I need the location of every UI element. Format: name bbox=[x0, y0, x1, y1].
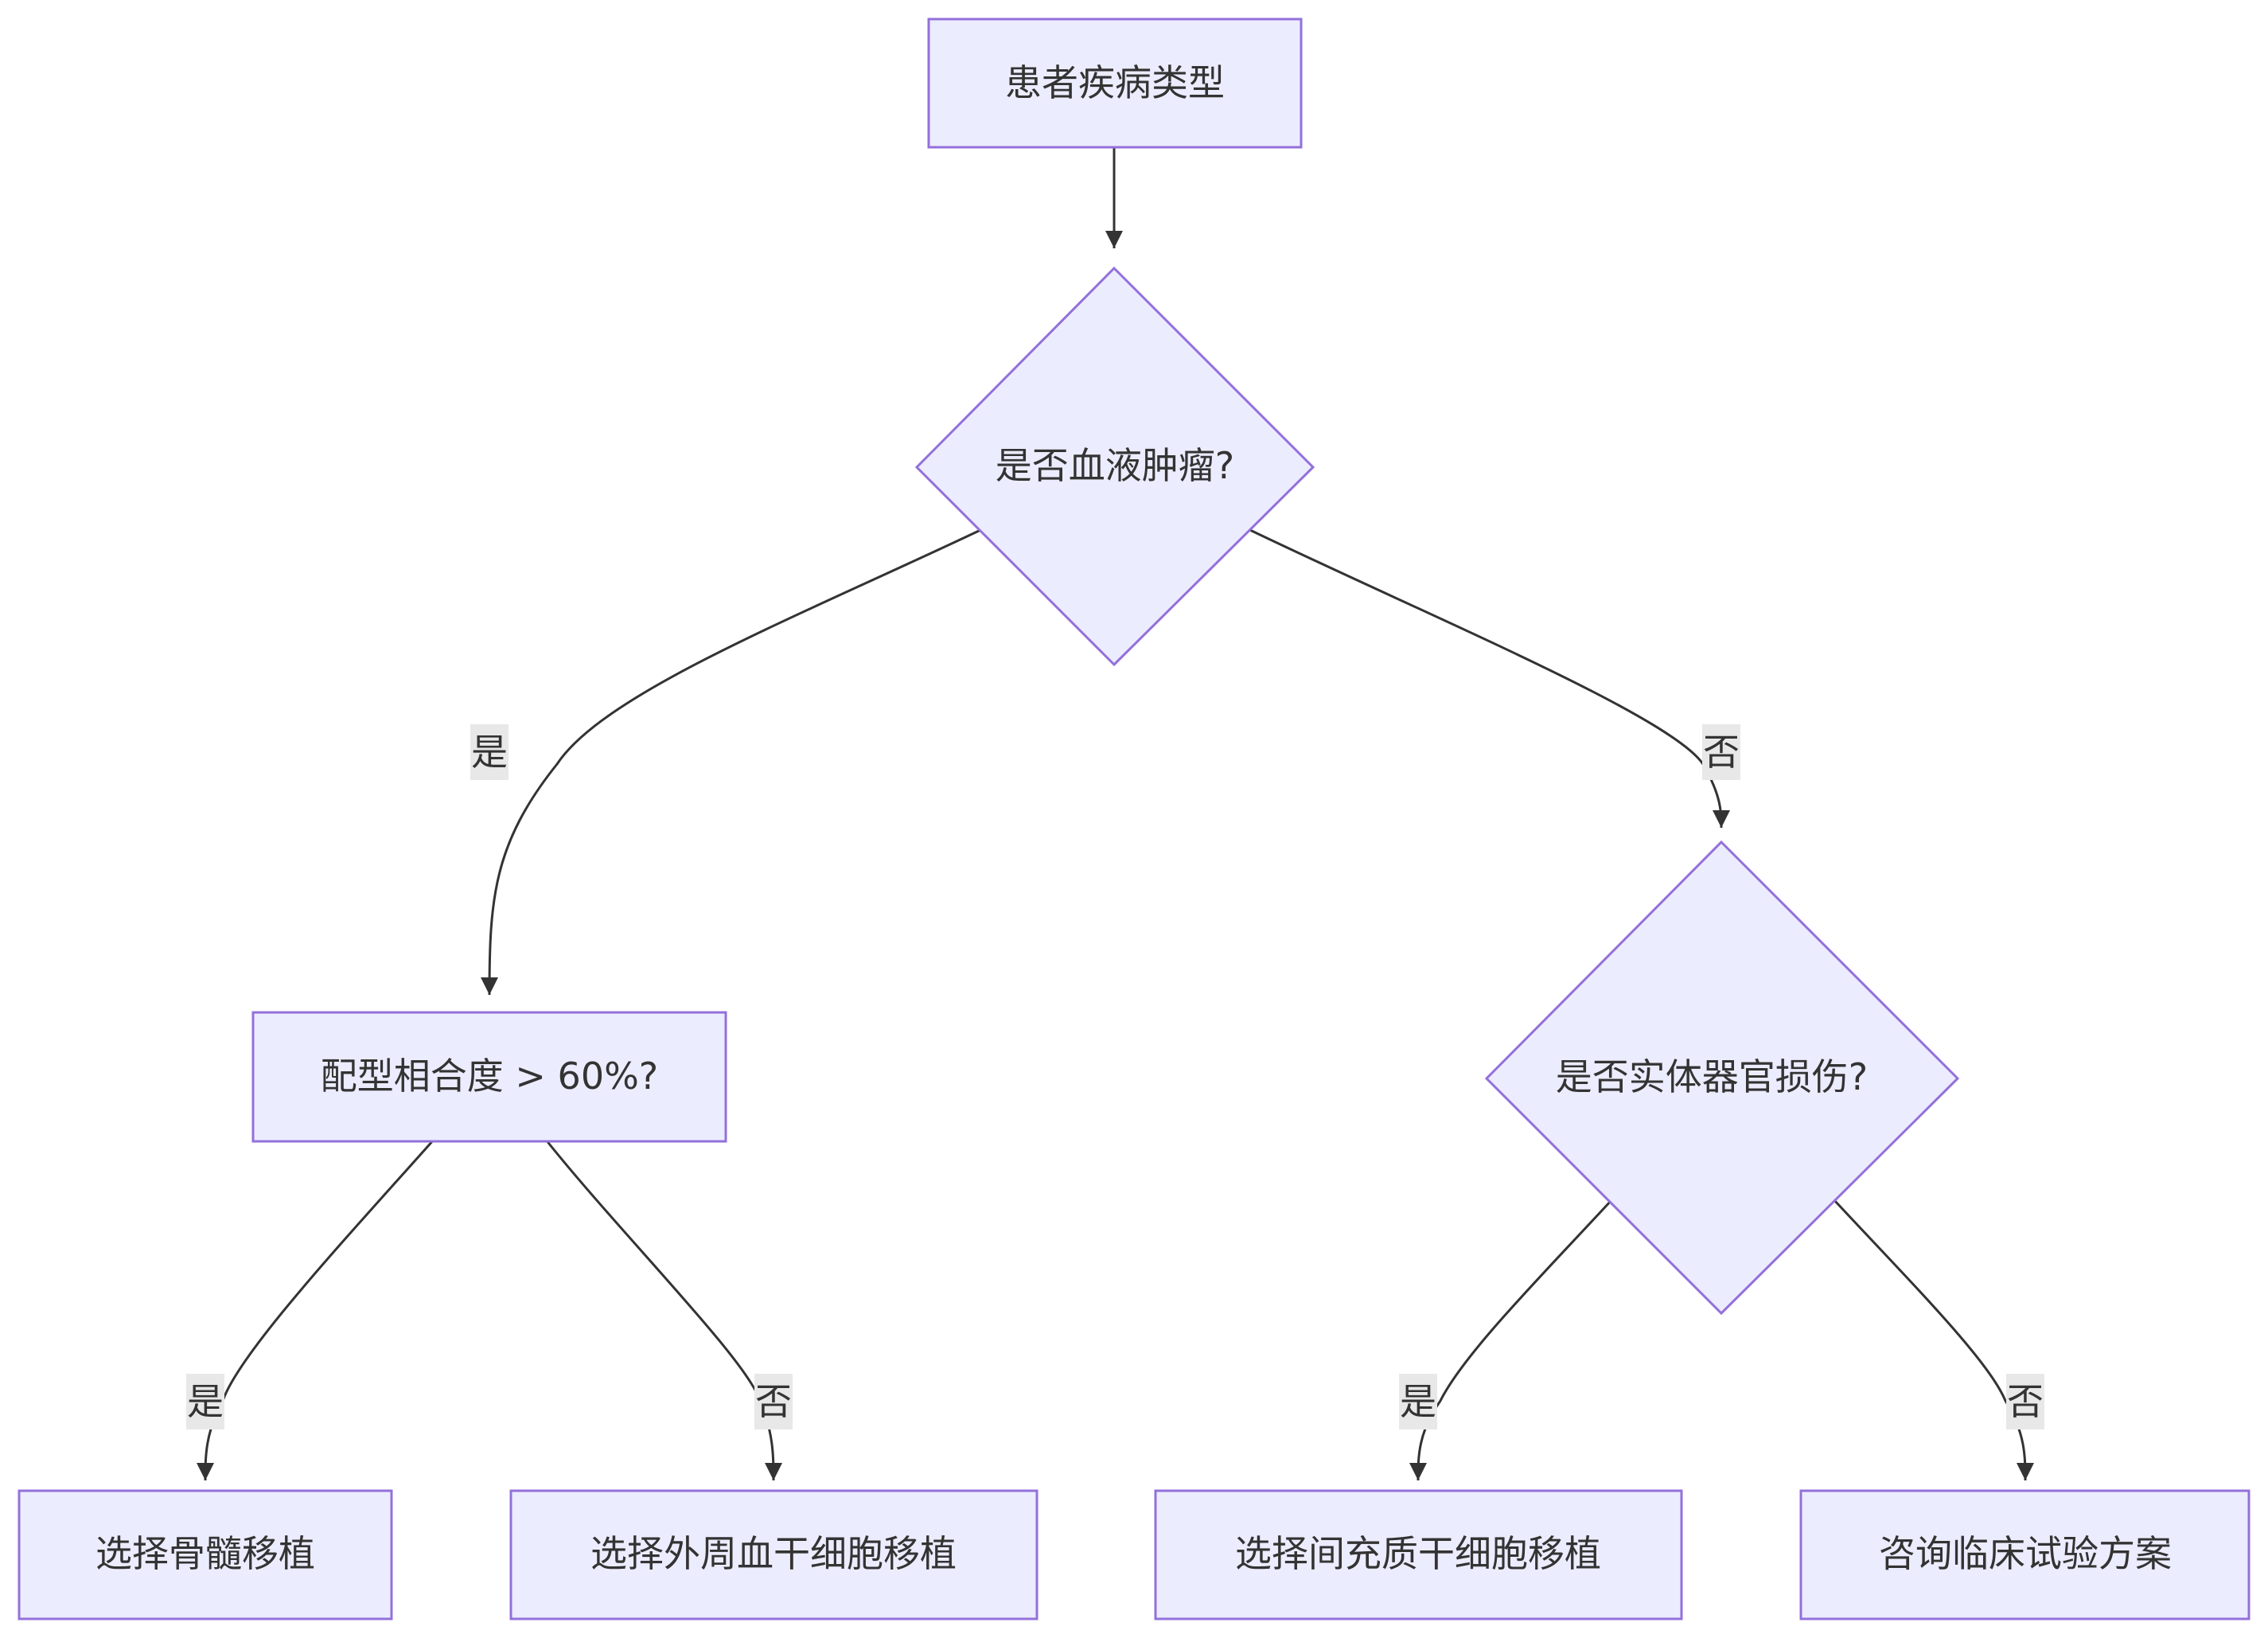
node-mesenchymal-label: 选择间充质干细胞移植 bbox=[1235, 1532, 1601, 1575]
node-clinical-trial-label: 咨询临床试验方案 bbox=[1879, 1532, 2172, 1575]
node-start-label: 患者疾病类型 bbox=[1005, 61, 1225, 104]
svg-text:是: 是 bbox=[1400, 1380, 1436, 1423]
svg-text:否: 否 bbox=[1703, 731, 1740, 774]
svg-text:否: 否 bbox=[755, 1380, 792, 1423]
decision-solid-organ: 是否实体器官损伤? bbox=[1484, 840, 1960, 1316]
svg-text:否: 否 bbox=[2007, 1380, 2044, 1423]
edge-blood-tumor-no bbox=[1249, 528, 1730, 829]
node-peripheral-blood: 选择外周血干细胞移植 bbox=[509, 1489, 1039, 1620]
node-bone-marrow: 选择骨髓移植 bbox=[18, 1489, 393, 1620]
decision-match: 配型相合度 > 60%? bbox=[251, 1011, 727, 1143]
edge-match-no bbox=[544, 1139, 782, 1481]
decision-match-label: 配型相合度 > 60%? bbox=[321, 1055, 658, 1098]
edge-organ-yes bbox=[1409, 1199, 1612, 1481]
edge-label-blood-yes: 是 bbox=[470, 724, 509, 780]
decision-blood-tumor-label: 是否血液肿瘤? bbox=[996, 444, 1234, 487]
svg-text:是: 是 bbox=[471, 731, 508, 774]
edge-blood-tumor-yes bbox=[481, 528, 981, 996]
node-mesenchymal: 选择间充质干细胞移植 bbox=[1154, 1489, 1683, 1620]
node-start: 患者疾病类型 bbox=[927, 18, 1303, 149]
node-peripheral-blood-label: 选择外周血干细胞移植 bbox=[590, 1532, 957, 1575]
edge-label-blood-no: 否 bbox=[1702, 724, 1740, 780]
edge-label-match-no: 否 bbox=[754, 1374, 793, 1429]
edge-match-yes bbox=[197, 1139, 435, 1481]
node-clinical-trial: 咨询临床试验方案 bbox=[1799, 1489, 2250, 1620]
edge-organ-no bbox=[1833, 1199, 2034, 1481]
svg-text:是: 是 bbox=[187, 1380, 224, 1423]
edge-label-organ-no: 否 bbox=[2006, 1374, 2044, 1429]
edge-label-match-yes: 是 bbox=[186, 1374, 224, 1429]
decision-blood-tumor: 是否血液肿瘤? bbox=[914, 266, 1315, 667]
node-bone-marrow-label: 选择骨髓移植 bbox=[95, 1532, 315, 1575]
decision-solid-organ-label: 是否实体器官损伤? bbox=[1556, 1055, 1868, 1098]
edge-label-organ-yes: 是 bbox=[1399, 1374, 1437, 1429]
